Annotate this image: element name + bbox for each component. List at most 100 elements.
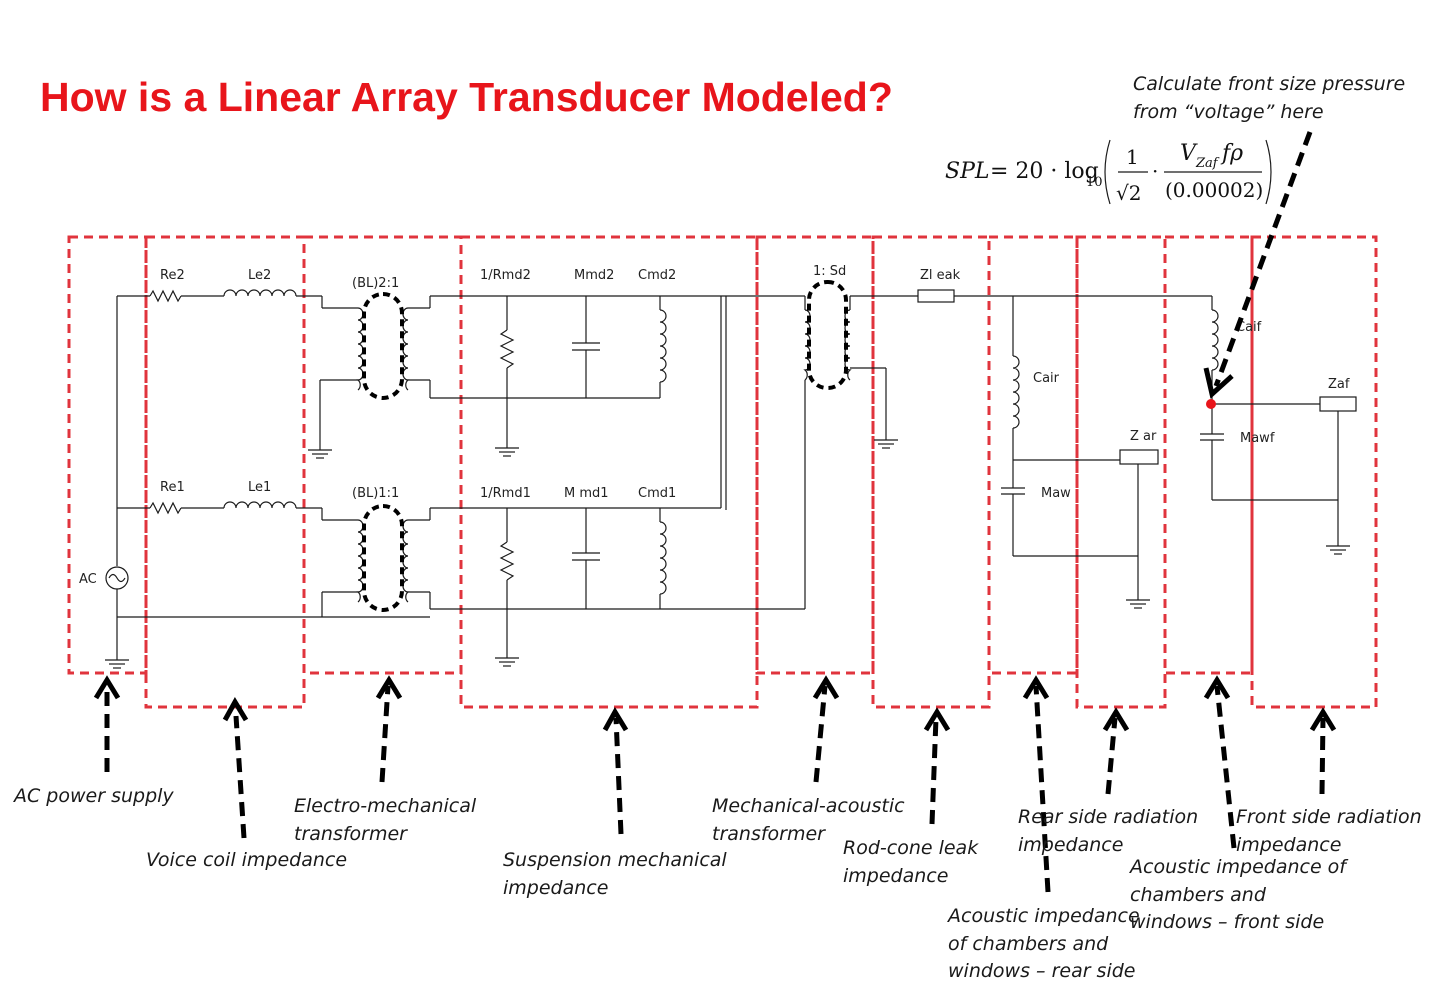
caption-ac-power: AC power supply xyxy=(12,785,174,807)
section-boxes xyxy=(67,235,1378,709)
ground-icon xyxy=(1326,545,1350,555)
label-rmd1: 1/Rmd1 xyxy=(480,486,531,501)
ground-icon xyxy=(495,657,519,667)
inductor-cmd2 xyxy=(659,309,667,383)
label-rmd2: 1/Rmd2 xyxy=(480,268,531,283)
arrow-rod-cone xyxy=(929,717,939,825)
arrow-acoustic-rear xyxy=(1033,685,1051,893)
core-bl2 xyxy=(362,292,404,400)
inductor-caif xyxy=(1211,309,1219,371)
ac-source-section: AC xyxy=(79,296,430,669)
acoustic-rear: Cair Maw xyxy=(1001,296,1138,557)
eq-num-sub: Zaf xyxy=(1195,156,1220,171)
label-zar: Z ar xyxy=(1130,429,1157,444)
caption-rear-rad-2: impedance xyxy=(1018,834,1123,856)
ground-icon xyxy=(105,659,129,669)
label-re1: Re1 xyxy=(160,480,185,495)
arrow-acoustic-front xyxy=(1214,685,1237,849)
caption-susp-1: Suspension mechanical xyxy=(503,849,727,871)
box-front-radiation xyxy=(1250,235,1378,709)
box-suspension xyxy=(459,235,759,709)
inductor-le1 xyxy=(223,501,297,509)
caption-front-rad-2: impedance xyxy=(1236,834,1341,856)
eq-equals: = 20 · log xyxy=(990,159,1099,184)
front-radiation: Zaf xyxy=(1319,377,1357,555)
label-bl1: (BL)1:1 xyxy=(352,486,399,501)
caption-rod-2: impedance xyxy=(843,865,948,887)
resistor-rmd2 xyxy=(499,329,515,369)
voice-coil-lower: Re1 Le1 xyxy=(117,480,323,520)
arrow-electro-mechanical xyxy=(379,685,391,783)
ground-icon xyxy=(874,439,898,449)
core-bl1 xyxy=(362,504,404,612)
eq-sqrt2: √2 xyxy=(1116,181,1141,205)
label-bl2: (BL)2:1 xyxy=(352,276,399,291)
acoustic-front: Caif Mawf xyxy=(1192,295,1338,501)
label-caif: Caif xyxy=(1236,320,1262,335)
eq-dot: · xyxy=(1152,159,1158,183)
caption-front-rad-1: Front side radiation xyxy=(1236,806,1422,828)
transformer-bl1: (BL)1:1 xyxy=(321,486,431,617)
rod-cone-leak: Zl eak xyxy=(850,268,1192,303)
eq-num-rest: fρ xyxy=(1220,141,1243,166)
eq-base: 10 xyxy=(1086,175,1103,190)
impedance-zleak xyxy=(917,289,955,303)
eq-num-v: V xyxy=(1180,141,1198,166)
caption-voice-coil: Voice coil impedance xyxy=(146,849,347,871)
box-electro-mechanical xyxy=(302,235,463,675)
caption-ac-rear-3: windows – rear side xyxy=(948,960,1136,982)
caption-ma-1: Mechanical-acoustic xyxy=(712,795,905,817)
label-zaf: Zaf xyxy=(1328,377,1350,392)
paren-left xyxy=(1104,139,1111,205)
label-mmd2: Mmd2 xyxy=(574,268,614,283)
suspension-lower: 1/Rmd1 M md1 Cmd1 xyxy=(430,486,805,667)
label-maw: Maw xyxy=(1041,486,1071,501)
impedance-zaf xyxy=(1319,396,1357,412)
label-ac: AC xyxy=(79,572,97,587)
arrowhead-note xyxy=(1203,367,1234,399)
measurement-node xyxy=(1206,399,1216,409)
label-sd: 1: Sd xyxy=(813,264,846,279)
label-le2: Le2 xyxy=(248,268,271,283)
arrow-voice-coil xyxy=(233,715,247,839)
caption-em-1: Electro-mechanical xyxy=(294,795,477,817)
caption-ac-rear-2: of chambers and xyxy=(948,933,1109,955)
resistor-rmd1 xyxy=(499,541,515,581)
arrow-front-radiation xyxy=(1319,717,1326,795)
inductor-le2 xyxy=(223,289,297,297)
caption-ac-front-1: Acoustic impedance of xyxy=(1128,856,1349,878)
join-wires xyxy=(720,295,806,609)
box-rear-radiation xyxy=(1075,235,1167,709)
inductor-cmd1 xyxy=(659,521,667,595)
inductor-cair xyxy=(1012,355,1020,429)
box-voice-coil xyxy=(144,235,306,709)
slide-title: How is a Linear Array Transducer Modeled… xyxy=(40,74,893,120)
ground-icon xyxy=(308,449,332,459)
resistor-re1 xyxy=(149,501,182,515)
resistor-re2 xyxy=(149,289,182,303)
label-cair: Cair xyxy=(1033,371,1060,386)
transformer-bl2: (BL)2:1 xyxy=(308,276,431,459)
eq-one: 1 xyxy=(1126,145,1139,169)
caption-ac-front-2: chambers and xyxy=(1130,884,1267,906)
spl-equation: SPL = 20 · log 10 1 √2 · V Zaf fρ (0.000… xyxy=(945,139,1272,205)
impedance-zar xyxy=(1119,449,1159,465)
pointer-arrows xyxy=(93,131,1337,893)
caption-ac-rear-1: Acoustic impedance xyxy=(946,905,1140,927)
voice-coil-upper: Re2 Le2 xyxy=(117,268,323,308)
box-acoustic-rear xyxy=(987,235,1079,675)
arrow-note-to-node xyxy=(1213,131,1313,387)
transformer-sd: 1: Sd xyxy=(803,264,898,449)
caption-susp-2: impedance xyxy=(503,877,608,899)
label-le1: Le1 xyxy=(248,480,271,495)
paren-right xyxy=(1265,139,1272,205)
arrow-suspension xyxy=(613,717,624,835)
caption-rod-1: Rod-cone leak xyxy=(843,837,979,859)
box-ac-supply xyxy=(67,235,148,675)
label-mawf: Mawf xyxy=(1240,431,1275,446)
note-line-2: from “voltage” here xyxy=(1133,101,1324,123)
eq-lhs: SPL xyxy=(945,159,989,184)
suspension-upper: 1/Rmd2 Mmd2 Cmd2 xyxy=(430,268,726,457)
